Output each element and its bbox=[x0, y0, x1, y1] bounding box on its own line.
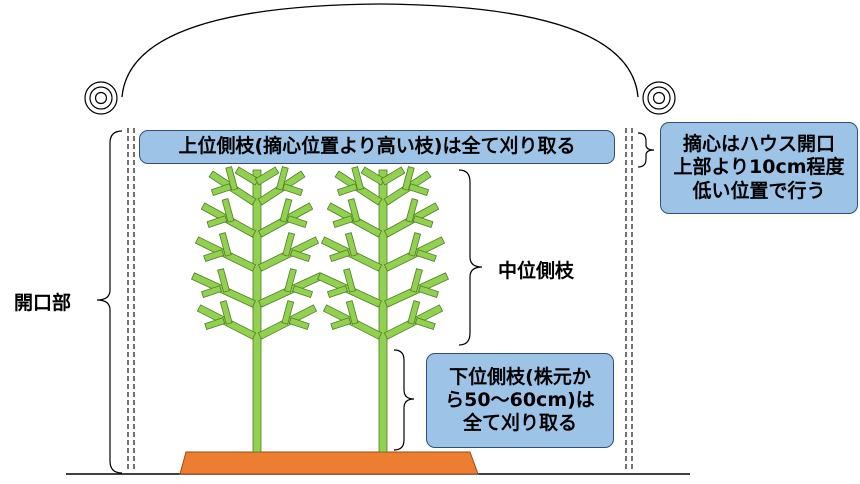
sub-branch bbox=[203, 249, 225, 262]
top-branch bbox=[254, 166, 280, 186]
topping-callout: 摘心はハウス開口 上部より10cm程度 低い位置で行う bbox=[660, 122, 858, 214]
upper-branches-text: 上位側枝(摘心位置より高い枝)は全て刈り取る bbox=[178, 135, 576, 158]
sub-branch bbox=[344, 232, 358, 257]
rolled-curtain-left bbox=[84, 81, 118, 115]
sub-branch bbox=[329, 249, 351, 262]
sub-branch bbox=[289, 249, 311, 262]
sub-branch bbox=[286, 215, 308, 228]
rolled-curtain-right bbox=[642, 81, 676, 115]
sub-branch bbox=[332, 215, 354, 228]
topping-line-3: 低い位置で行う bbox=[692, 179, 826, 202]
sub-branch bbox=[221, 198, 235, 223]
lower-branches-callout: 下位側枝(株元か ら50～60cm)は 全て刈り取る bbox=[426, 353, 614, 448]
sub-branch bbox=[351, 166, 365, 191]
plant-right bbox=[317, 166, 449, 453]
sub-branch bbox=[200, 285, 222, 298]
sub-branch bbox=[326, 285, 348, 298]
sub-branch bbox=[281, 300, 295, 325]
sub-branch bbox=[336, 183, 358, 196]
top-branch bbox=[380, 166, 406, 186]
brace-topping bbox=[637, 132, 655, 168]
side-wall-left bbox=[127, 128, 135, 472]
sub-branch bbox=[225, 166, 239, 191]
topping-line-2: 上部より10cm程度 bbox=[673, 156, 845, 179]
lower-line-1: 下位側枝(株元か bbox=[449, 365, 591, 388]
plant-left bbox=[191, 166, 323, 453]
sub-branch bbox=[282, 183, 304, 196]
sub-branch bbox=[288, 317, 310, 330]
sub-branch bbox=[330, 317, 352, 330]
sub-branch bbox=[414, 317, 436, 330]
topping-line-1: 摘心はハウス開口 bbox=[682, 133, 835, 156]
sub-branch bbox=[210, 183, 232, 196]
sub-branch bbox=[405, 198, 419, 223]
sub-branch bbox=[219, 300, 233, 325]
opening-label: 開口部 bbox=[14, 292, 72, 314]
sub-branch bbox=[218, 232, 232, 257]
sub-branch bbox=[217, 268, 230, 293]
lower-line-2: ら50～60cm)は bbox=[445, 388, 595, 411]
sub-branch bbox=[343, 268, 356, 293]
sub-branch bbox=[282, 232, 296, 257]
brace-lower-branches bbox=[393, 349, 415, 451]
sub-branch bbox=[412, 215, 434, 228]
sub-branch bbox=[415, 249, 437, 262]
brace-middle-branches bbox=[458, 169, 483, 346]
sub-branch bbox=[279, 198, 293, 223]
sub-branch bbox=[347, 198, 361, 223]
sub-branch bbox=[408, 232, 422, 257]
greenhouse-roof-arch bbox=[121, 3, 639, 98]
sub-branch bbox=[345, 300, 359, 325]
sub-branch bbox=[204, 317, 226, 330]
sub-branch bbox=[206, 215, 228, 228]
sub-branch bbox=[408, 183, 430, 196]
side-wall-right bbox=[625, 128, 633, 472]
sub-branch bbox=[284, 268, 297, 293]
main-stem bbox=[378, 169, 388, 453]
sub-branch bbox=[401, 166, 415, 191]
sub-branch bbox=[407, 300, 421, 325]
lower-line-3: 全て刈り取る bbox=[462, 412, 577, 435]
upper-branches-callout: 上位側枝(摘心位置より高い枝)は全て刈り取る bbox=[139, 130, 615, 164]
main-stem bbox=[252, 169, 262, 453]
soil-bed bbox=[179, 451, 479, 475]
middle-branches-label: 中位側枝 bbox=[498, 260, 575, 282]
brace-opening bbox=[96, 130, 123, 474]
sub-branch bbox=[275, 166, 289, 191]
sub-branch bbox=[292, 285, 314, 298]
sub-branch bbox=[418, 285, 440, 298]
sub-branch bbox=[410, 268, 423, 293]
